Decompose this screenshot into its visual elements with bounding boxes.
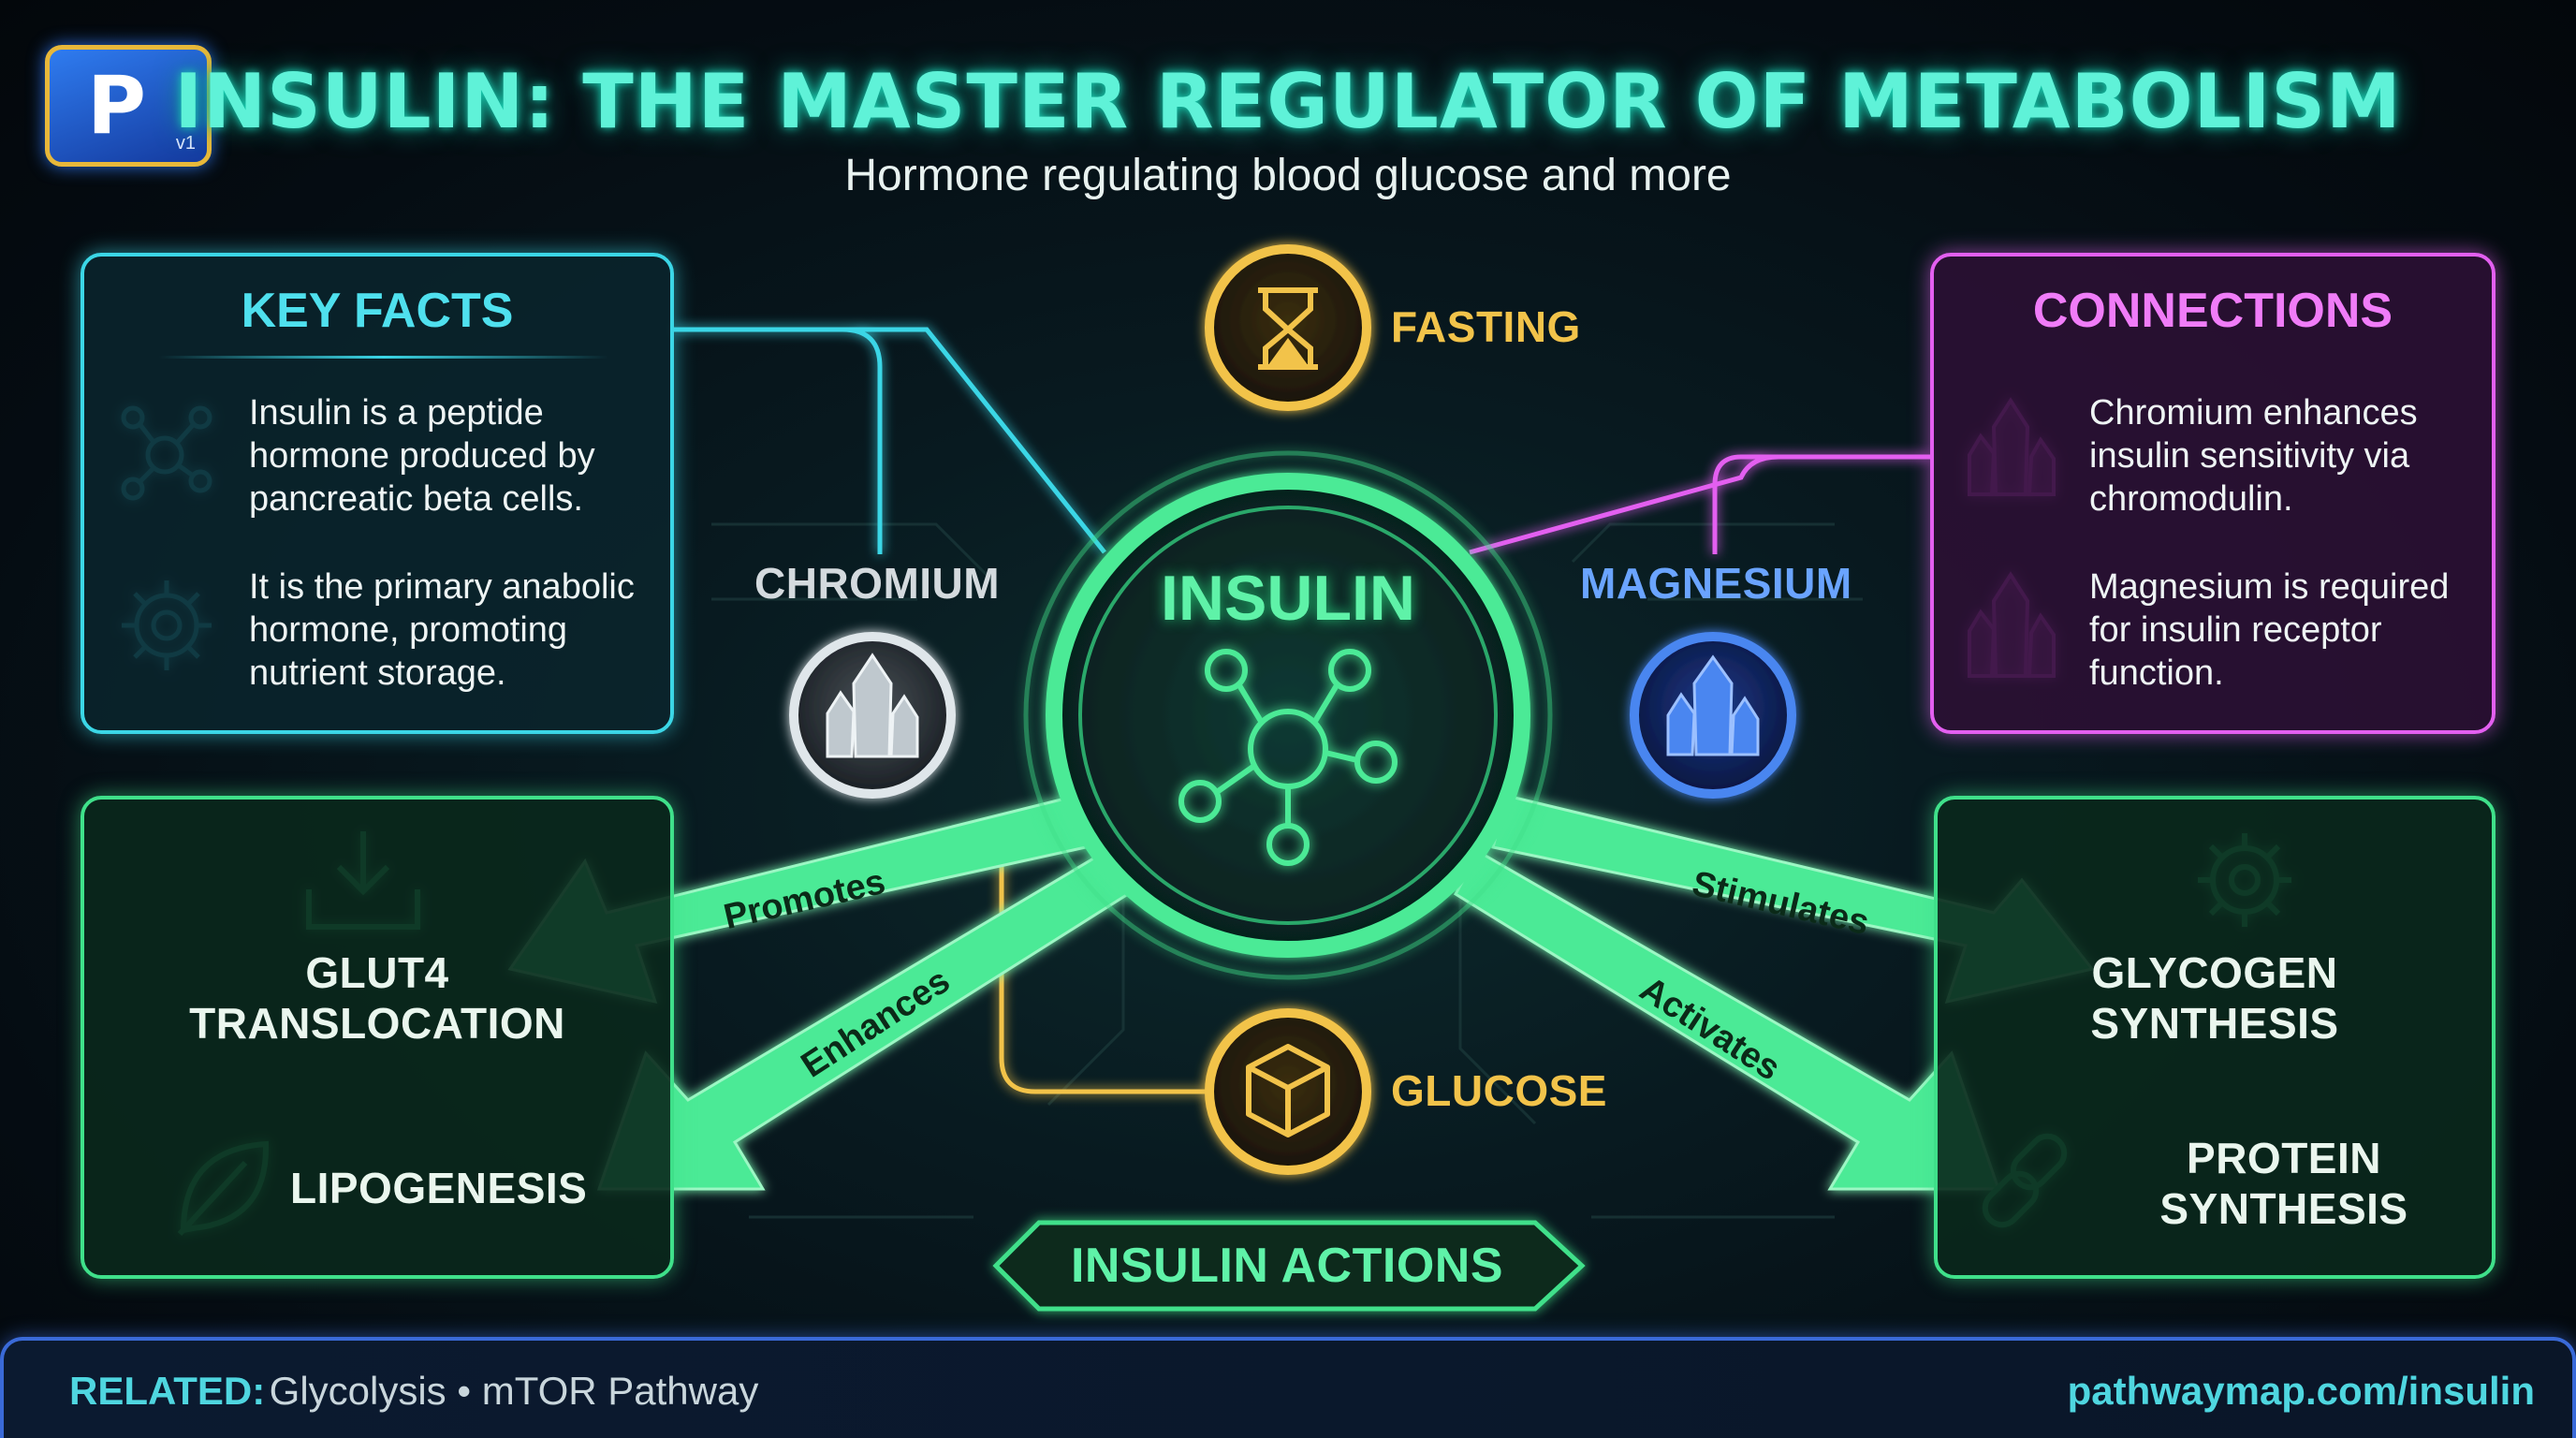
hourglass-icon	[1258, 287, 1318, 370]
arrow-enhances	[596, 849, 1131, 1191]
footer-bar: RELATED: Glycolysis • mTOR Pathway pathw…	[0, 1337, 2576, 1438]
magnesium-crystal-icon	[1666, 654, 1760, 756]
insulin-actions-label: INSULIN ACTIONS	[1070, 1239, 1504, 1293]
lipogenesis-label: LIPOGENESIS	[290, 1164, 588, 1212]
glucose-label: GLUCOSE	[1391, 1066, 1607, 1115]
molecule-icon	[1178, 649, 1398, 866]
cube-icon	[1246, 1044, 1330, 1137]
logo-version: v1	[175, 133, 196, 154]
page-title: INSULIN: THE MASTER REGULATOR OF METABOL…	[174, 58, 2402, 145]
related-links: RELATED: Glycolysis • mTOR Pathway	[69, 1369, 758, 1414]
key-facts-wire	[674, 327, 1106, 554]
action-arrows	[507, 794, 2095, 1191]
insulin-node	[1023, 450, 1553, 980]
fasting-label: FASTING	[1391, 302, 1581, 351]
magnesium-label: MAGNESIUM	[1580, 559, 1852, 608]
related-items[interactable]: Glycolysis • mTOR Pathway	[269, 1369, 759, 1413]
related-label: RELATED:	[69, 1369, 266, 1413]
insulin-actions-frame	[992, 1220, 1586, 1312]
glucose-side-wire	[999, 861, 1208, 1094]
page-subtitle: Hormone regulating blood glucose and mor…	[844, 151, 1732, 200]
logo-letter: P	[87, 59, 147, 153]
chromium-label: CHROMIUM	[754, 559, 1001, 608]
key-facts-heading: KEY FACTS	[241, 284, 514, 338]
insulin-label: INSULIN	[1161, 563, 1415, 634]
arrow-activates	[1453, 849, 2001, 1191]
divider	[159, 356, 608, 359]
footer-url[interactable]: pathwaymap.com/insulin	[2067, 1369, 2535, 1413]
connections-heading: CONNECTIONS	[2032, 284, 2393, 338]
connections-wire	[1469, 454, 1930, 555]
chromium-crystal-icon	[826, 653, 919, 758]
brand-logo[interactable]: P v1	[45, 45, 212, 167]
